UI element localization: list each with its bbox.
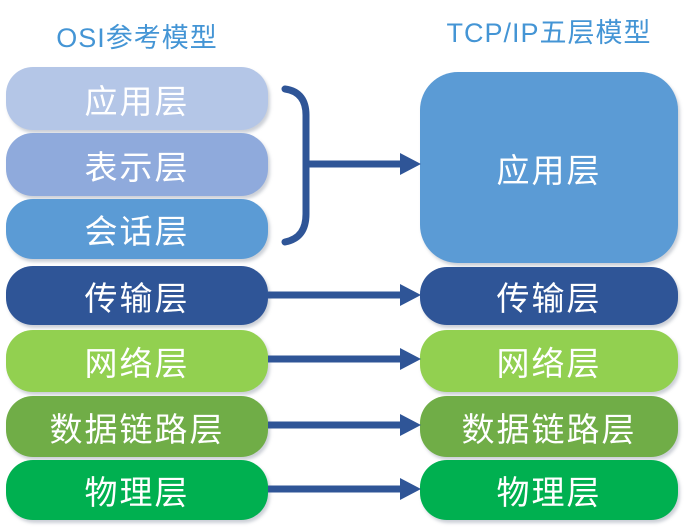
- group-brace: [281, 85, 310, 246]
- arrow-physical: [268, 478, 421, 500]
- arrow-transport: [268, 284, 421, 306]
- tcpip-layer-application: 应用层: [420, 72, 678, 263]
- arrow-network: [268, 348, 421, 370]
- osi-layer-application: 应用层: [6, 67, 268, 130]
- osi-layer-physical: 物理层: [6, 460, 268, 520]
- osi-model-title: OSI参考模型: [56, 23, 218, 53]
- osi-layer-network: 网络层: [6, 330, 268, 392]
- osi-layer-presentation: 表示层: [6, 133, 268, 196]
- arrow-application: [306, 153, 421, 175]
- osi-layer-data-link: 数据链路层: [6, 396, 268, 457]
- tcpip-model-title: TCP/IP五层模型: [446, 18, 652, 48]
- tcpip-layer-data-link: 数据链路层: [420, 396, 678, 457]
- tcpip-layer-transport: 传输层: [420, 267, 678, 325]
- tcpip-layer-physical: 物理层: [420, 460, 678, 520]
- osi-layer-session: 会话层: [6, 199, 268, 259]
- arrow-data-link: [268, 414, 421, 436]
- osi-layer-transport: 传输层: [6, 266, 268, 325]
- tcpip-layer-network: 网络层: [420, 330, 678, 392]
